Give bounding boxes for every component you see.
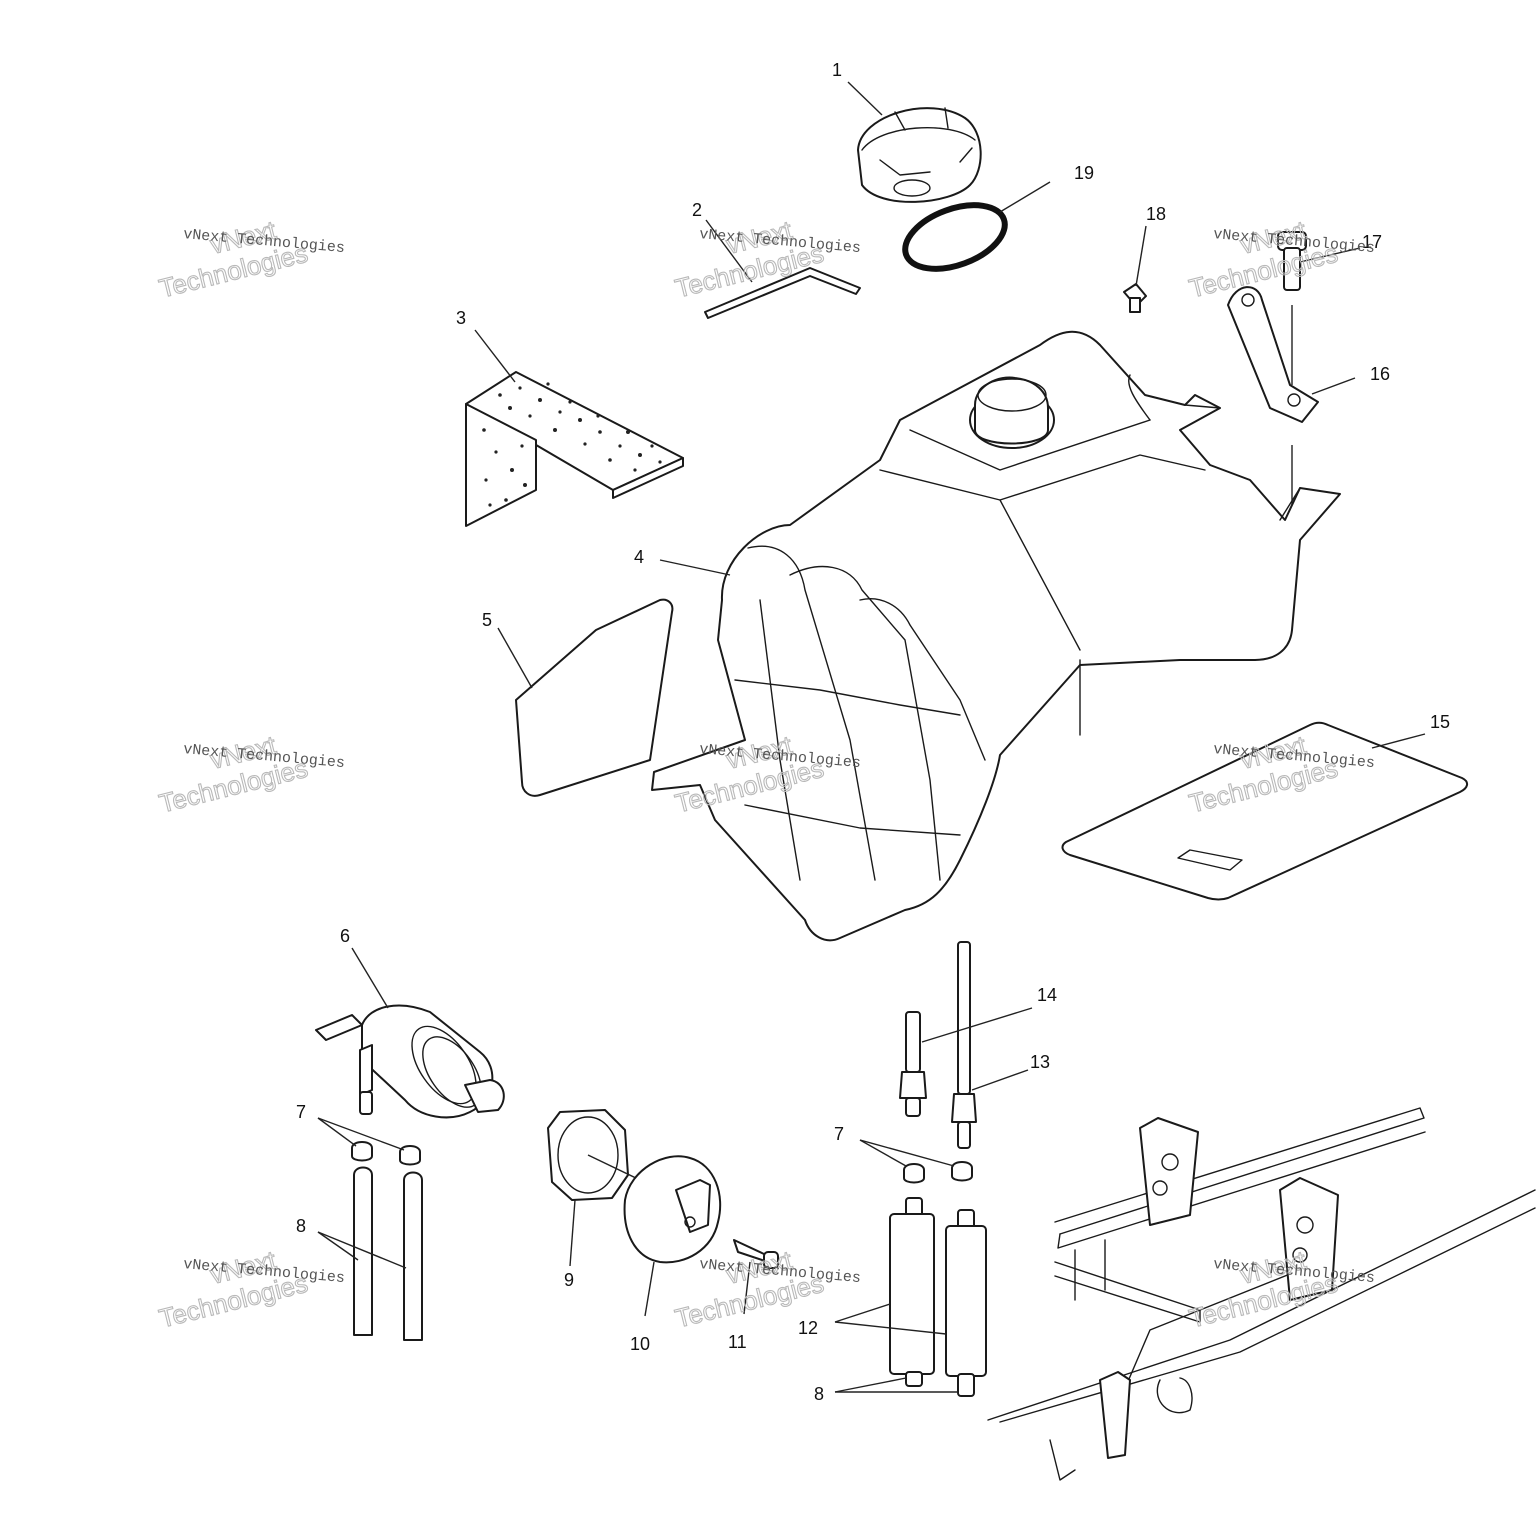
callout-19: 19	[1074, 163, 1094, 183]
part-hose-clamps-left	[351, 1141, 421, 1166]
callout-1: 1	[832, 60, 842, 80]
part-mounting-bracket	[1227, 286, 1319, 520]
watermark-1: vNext Technologies	[156, 214, 312, 304]
part-retaining-nut	[547, 1109, 641, 1201]
part-decal-pad	[515, 598, 674, 797]
callout-numbers: 1 2 3 4 5 6 7 8 9 10 11 12 13 14 15 16 1…	[296, 60, 1450, 1404]
part-valve-screw	[733, 1239, 779, 1269]
callout-12: 12	[798, 1318, 818, 1338]
part-bolt	[1277, 231, 1307, 385]
part-long-fuel-fitting	[951, 941, 977, 1149]
part-fuel-valve	[623, 1155, 722, 1264]
callout-9: 9	[564, 1270, 574, 1290]
part-vent-fitting	[1123, 283, 1147, 313]
part-vehicle-frame	[987, 1107, 1536, 1481]
part-heat-shield-bracket	[465, 371, 684, 527]
part-o-ring	[902, 202, 1008, 272]
callout-15: 15	[1430, 712, 1450, 732]
watermark-7: vNext Technologies	[156, 1244, 312, 1334]
leader-lines	[317, 81, 1426, 1393]
part-fuel-hoses-left	[353, 1166, 423, 1341]
callout-6: 6	[340, 926, 350, 946]
callout-16: 16	[1370, 364, 1390, 384]
callout-8-left: 8	[296, 1216, 306, 1236]
callout-8-right: 8	[814, 1384, 824, 1404]
part-fuel-tank	[651, 330, 1341, 942]
part-fuel-fitting	[899, 1011, 927, 1117]
callout-14: 14	[1037, 985, 1057, 1005]
callout-11: 11	[728, 1332, 747, 1352]
callout-10: 10	[630, 1334, 650, 1354]
callout-2: 2	[692, 200, 702, 220]
callout-3: 3	[456, 308, 466, 328]
part-fuel-cap	[857, 107, 982, 203]
callout-4: 4	[634, 547, 644, 567]
part-hose-sleeves	[889, 1197, 987, 1397]
callout-7-right: 7	[834, 1124, 844, 1144]
part-floor-pad	[1061, 721, 1468, 901]
part-vent-tube	[704, 267, 861, 319]
part-hose-clamps-right	[903, 1161, 973, 1184]
watermark-3: vNext Technologies	[1186, 214, 1342, 304]
callout-7-left: 7	[296, 1102, 306, 1122]
callout-18: 18	[1146, 204, 1166, 224]
callout-13: 13	[1030, 1052, 1050, 1072]
watermark-2: vNext Technologies	[672, 214, 828, 304]
watermark-4: vNext Technologies	[156, 729, 312, 819]
callout-17: 17	[1362, 232, 1382, 252]
callout-5: 5	[482, 610, 492, 630]
part-fuel-filter	[315, 1004, 505, 1119]
